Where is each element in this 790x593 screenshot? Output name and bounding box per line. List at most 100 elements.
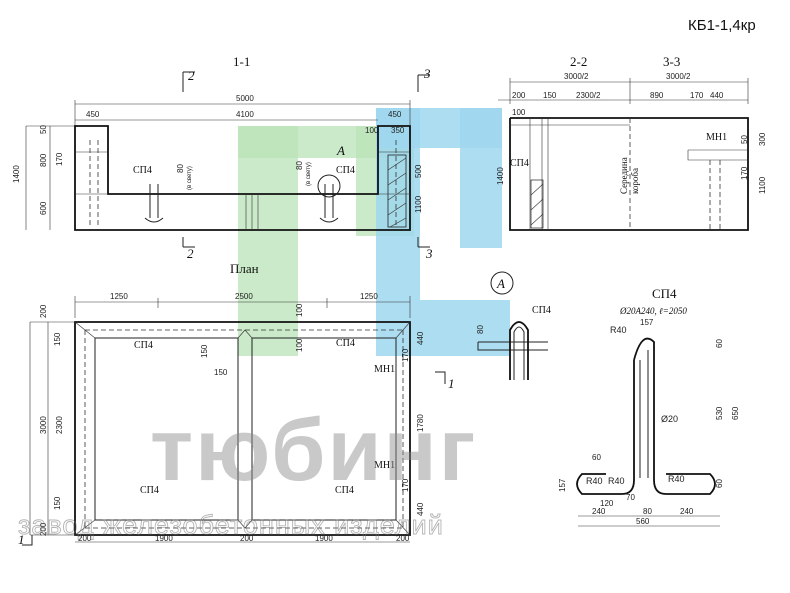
logo-green-bar-left	[238, 126, 298, 356]
sp4-70: 70	[626, 493, 635, 502]
sp4-detail: СП4 Ø20A240, ℓ=2050 R40 157 60 530 650 Ø…	[558, 286, 740, 527]
dim-800: 800	[39, 153, 48, 167]
sp4-d20: Ø20	[661, 414, 678, 424]
dim-3-3-170: 170	[690, 91, 704, 100]
dim-plan-1900b: 1900	[315, 534, 333, 543]
sp4-plan-bottom-left: СП4	[140, 485, 159, 496]
dim-plan-200b: 200	[39, 522, 48, 536]
cut-1-left-mark	[22, 535, 33, 546]
dim-plan-150b: 150	[200, 344, 209, 358]
sp4-60-left: 60	[592, 453, 601, 462]
dim-plan-1250b: 1250	[360, 292, 378, 301]
cut-3-bottom-mark	[417, 237, 430, 248]
mn1-plan-top: МН1	[374, 364, 395, 375]
dim-plan-150d: 150	[53, 496, 62, 510]
sp4-60-top: 60	[715, 339, 724, 348]
section-3-3-label: 3-3	[663, 54, 680, 69]
dim-2-2-3000: 3000/2	[564, 72, 589, 81]
sp4-bar-inner	[639, 350, 649, 478]
section-2-2-hatching	[530, 183, 544, 226]
section-1-1-joint	[245, 194, 259, 230]
dim-50: 50	[39, 125, 48, 134]
v-svetu-left: (в свету)	[187, 166, 193, 190]
dim-plan-150c: 150	[214, 368, 228, 377]
dim-plan-2300: 2300	[55, 416, 64, 434]
plan-label: План	[230, 261, 259, 276]
dim-plan-1250a: 1250	[110, 292, 128, 301]
node-a-detail: А 80 СП4	[476, 271, 551, 380]
sp4-label-2-2: СП4	[510, 158, 529, 169]
section-1-1-rebar-dashes	[89, 140, 397, 226]
sp4-bar-left	[576, 360, 635, 495]
sp4-plan-bottom-right: СП4	[335, 485, 354, 496]
dim-3-3-890: 890	[650, 91, 664, 100]
sp4-label-right: СП4	[336, 165, 355, 176]
dim-5000: 5000	[236, 94, 254, 103]
sp4-530: 530	[715, 406, 724, 420]
sp4-60-right: 60	[715, 479, 724, 488]
mn1-label-3-3: МН1	[706, 132, 727, 143]
dim-plan-170b: 170	[401, 478, 410, 492]
node-a-circle	[317, 174, 341, 198]
dim-1100: 1100	[414, 195, 423, 213]
sp4-loop-right	[319, 184, 339, 223]
watermark-subtitle: завод железобетонных изделий	[18, 510, 444, 540]
sp4-r40-mid: R40	[608, 476, 625, 486]
dim-350: 350	[391, 126, 405, 135]
dim-5000-line	[74, 100, 411, 126]
dim-plan-150a: 150	[53, 332, 62, 346]
sp4-157-left: 157	[558, 478, 567, 492]
sp4-560: 560	[636, 517, 650, 526]
plan-top-dims	[74, 296, 411, 318]
v-svetu-right: (в свету)	[306, 162, 312, 186]
dim-500: 500	[414, 164, 423, 178]
hatched-zone	[387, 154, 407, 228]
dim-plan-200c: 200	[78, 534, 92, 543]
cut-3-bottom-label: 3	[425, 246, 433, 261]
section-2-2: 2-2 3000/2 200 150 2300/2 100 СП4 1400	[496, 54, 631, 231]
cut-2-top-label: 2	[188, 68, 195, 83]
sp4-spec: Ø20A240, ℓ=2050	[619, 306, 687, 316]
dim-plan-200d: 200	[240, 534, 254, 543]
cut-2-bottom-mark	[182, 237, 195, 248]
section-2-2-inner	[510, 118, 630, 230]
section-2-2-hatch-box	[530, 179, 544, 229]
section-1-1-outline	[74, 125, 411, 231]
middle-note-1: Середина	[619, 157, 629, 194]
section-1-1-inner-lines	[75, 151, 410, 195]
mn1-plan-bottom: МН1	[374, 460, 395, 471]
dim-2-2-100: 100	[512, 108, 526, 117]
dim-plan-440a: 440	[416, 331, 425, 345]
dim-2-2-1400: 1400	[496, 167, 505, 185]
dim-1400: 1400	[12, 165, 21, 183]
dim-plan-3000: 3000	[39, 416, 48, 434]
dim-450-left: 450	[86, 110, 100, 119]
node-a-loop-inner	[513, 326, 525, 380]
drawing-title: КБ1-1,4кр	[688, 17, 756, 34]
dim-plan-2500: 2500	[235, 292, 253, 301]
dim-2-2-3000-line	[509, 78, 631, 104]
middle-note-2: короба	[630, 168, 640, 194]
dim-plan-1780: 1780	[416, 414, 425, 432]
node-a-detail-circle	[490, 271, 514, 295]
dim-plan-440b: 440	[416, 502, 425, 516]
dim-3-3-3000: 3000/2	[666, 72, 691, 81]
dim-80-left: 80	[176, 164, 185, 173]
section-3-3-outline	[630, 117, 749, 231]
dim-3-3-50: 50	[740, 135, 749, 144]
sp4-650: 650	[731, 406, 740, 420]
sp4-label-left: СП4	[133, 165, 152, 176]
sp4-240a: 240	[592, 507, 606, 516]
logo-blue-bar-left	[376, 108, 420, 356]
dim-2-2-2300: 2300/2	[576, 91, 601, 100]
dim-80-right: 80	[295, 161, 304, 170]
cut-3-top-label: 3	[423, 66, 431, 81]
dim-600: 600	[39, 201, 48, 215]
cut-1-right-label: 1	[448, 376, 455, 391]
plan-view: План 1250 2500 1250 200 150 3000 2300 15…	[18, 261, 455, 547]
node-a-slab	[477, 341, 548, 351]
dim-3-3-300: 300	[758, 132, 767, 146]
watermark-brand: тюбинг	[150, 400, 477, 499]
